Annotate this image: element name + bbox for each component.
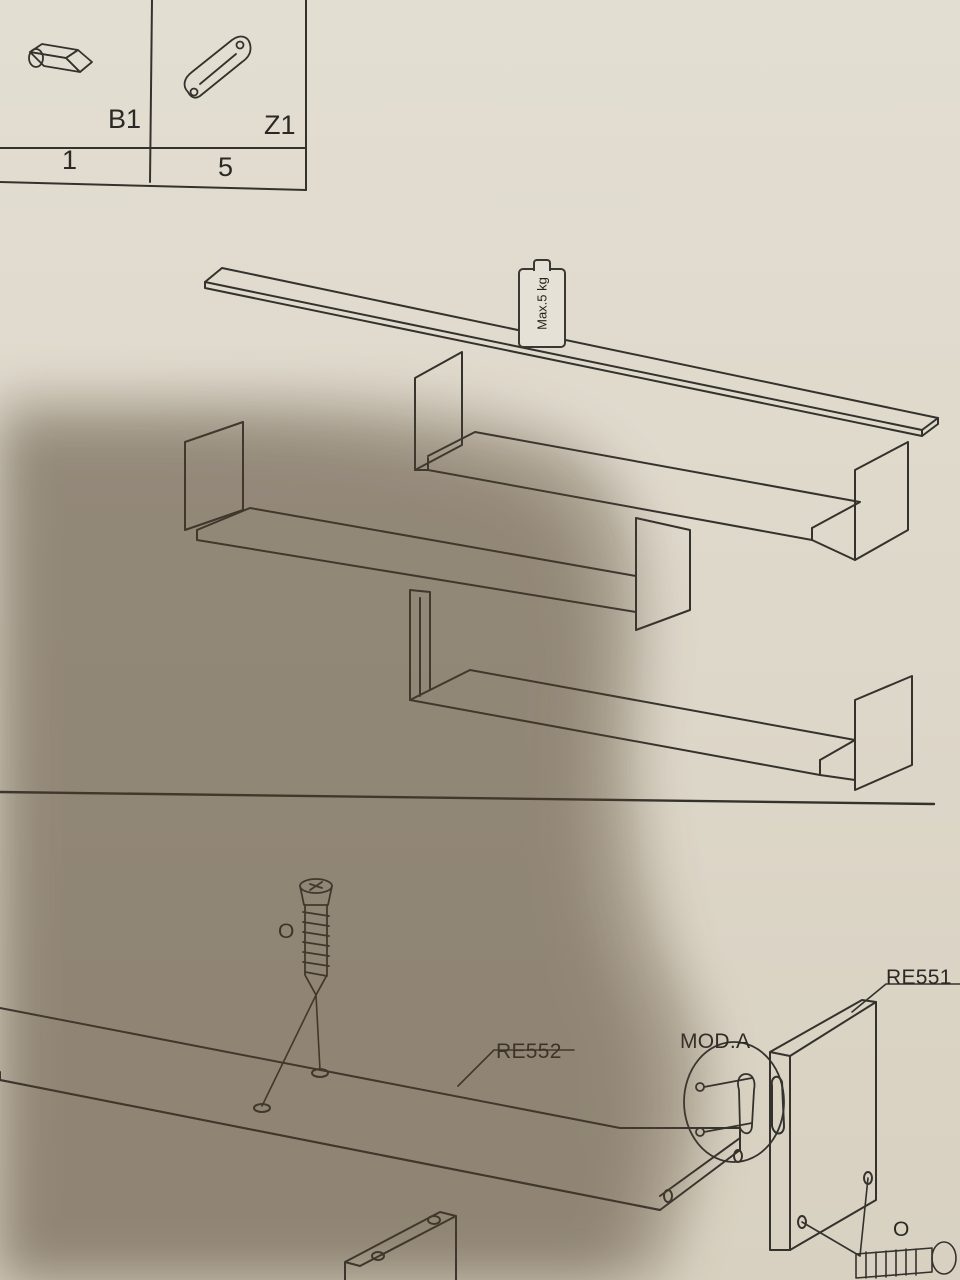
side-panel-re551 (769, 999, 877, 1251)
board-label-re552: RE552 (496, 1040, 562, 1063)
bottom-panel (344, 1211, 457, 1280)
re551-leader (851, 983, 960, 1013)
detail-label-mod-a: MOD.A (680, 1030, 751, 1053)
weight-limit-text: Max.5 kg (534, 277, 550, 330)
panel-label-re551: RE551 (886, 966, 952, 989)
side-screw-icon (855, 1241, 957, 1279)
screw-icon (299, 878, 333, 996)
part-z1-id: Z1 (264, 110, 296, 140)
part-b1-id: B1 (108, 104, 142, 134)
section-divider (0, 790, 936, 806)
screw-label-o-top: O (278, 920, 295, 943)
weight-tag-knob (533, 259, 551, 271)
weight-limit-tag: Max.5 kg (518, 259, 566, 348)
part-b1-qty: 1 (62, 145, 78, 175)
hanger-bracket-icon (183, 35, 252, 99)
left-shelf (184, 421, 691, 631)
dowel-icon (28, 43, 93, 73)
top-plank (204, 267, 939, 437)
parts-table-divider (149, 0, 153, 183)
parts-table-bottom-line (0, 181, 307, 191)
screw-guide-lines (261, 994, 321, 1107)
parts-table (0, 0, 307, 191)
screw-label-o-bottom: O (893, 1218, 910, 1241)
side-screw-guides (801, 1177, 869, 1257)
board-re552 (0, 1007, 743, 1211)
part-z1-qty: 5 (218, 152, 234, 182)
